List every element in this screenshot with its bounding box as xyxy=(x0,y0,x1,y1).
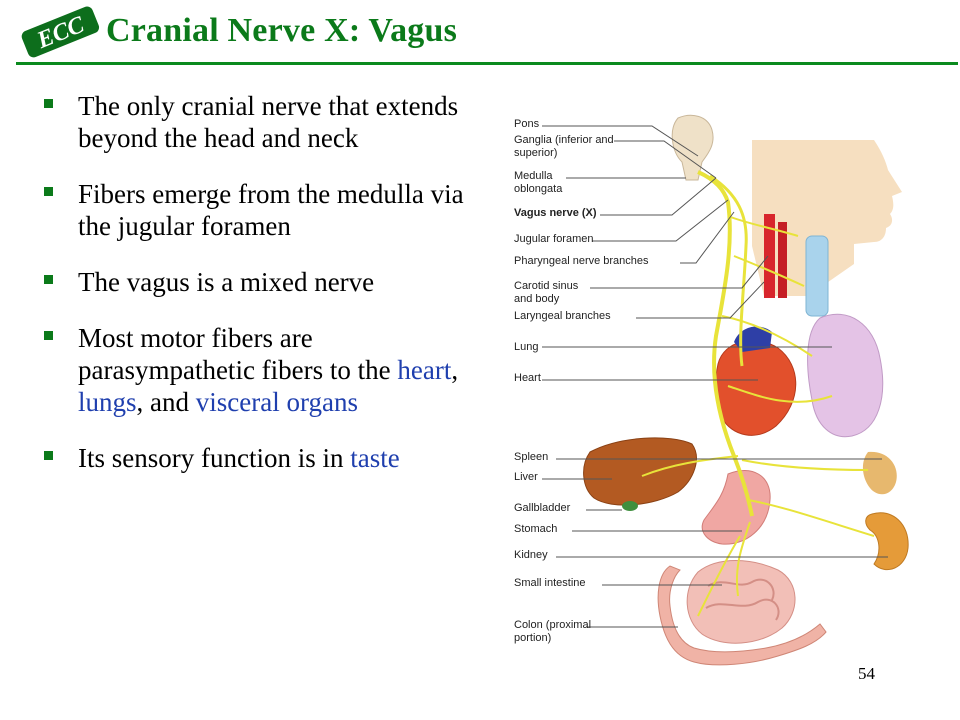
figure-label: Ganglia (inferior and superior) xyxy=(514,134,614,159)
colon xyxy=(657,565,827,666)
small-intestine xyxy=(686,560,796,644)
bullet-text: The only cranial nerve that extends beyo… xyxy=(78,91,459,153)
figure-label: Spleen xyxy=(514,451,549,463)
bullet-list: The only cranial nerve that extends beyo… xyxy=(42,90,472,498)
brainstem xyxy=(671,114,714,181)
figure-label: Lung xyxy=(514,341,539,353)
square-bullet-icon xyxy=(44,331,53,340)
gallbladder xyxy=(622,501,638,511)
lung xyxy=(807,313,884,438)
logo-text: ECC xyxy=(33,11,89,54)
figure-label: Carotid sinus and body xyxy=(514,280,579,305)
slide-title: Cranial Nerve X: Vagus xyxy=(106,12,458,49)
small-intestine-loops xyxy=(705,578,780,621)
title-divider xyxy=(16,62,958,65)
bullet-text: , xyxy=(451,355,459,385)
vagus-nerve-trunk xyxy=(697,170,754,517)
square-bullet-icon xyxy=(44,99,53,108)
bullet-item: The only cranial nerve that extends beyo… xyxy=(42,90,472,154)
head-silhouette xyxy=(752,140,902,296)
heart-vessels xyxy=(734,326,772,352)
stomach xyxy=(701,469,771,545)
figure-label: Kidney xyxy=(514,549,548,561)
bullet-item: The vagus is a mixed nerve xyxy=(42,266,472,298)
spleen xyxy=(862,451,897,495)
carotid-artery xyxy=(764,214,775,298)
figure-label: Jugular foramen xyxy=(514,233,594,245)
square-bullet-icon xyxy=(44,275,53,284)
trachea xyxy=(805,235,829,317)
bullet-text: Its sensory function is in xyxy=(78,443,351,473)
bullet-text: The vagus is a mixed nerve xyxy=(78,267,375,297)
kidney xyxy=(865,512,909,570)
heart xyxy=(714,340,797,436)
bullet-text: Fibers emerge from the medulla via the j… xyxy=(78,179,464,241)
highlighted-term: taste xyxy=(350,443,400,473)
figure-label: Vagus nerve (X) xyxy=(514,207,597,219)
figure-label: Pons xyxy=(514,118,540,130)
figure-label: Pharyngeal nerve branches xyxy=(514,255,649,267)
bullet-item: Fibers emerge from the medulla via the j… xyxy=(42,178,472,242)
figure-label: Liver xyxy=(514,471,538,483)
bullet-item: Its sensory function is in taste xyxy=(42,442,472,474)
figure-label: Stomach xyxy=(514,523,558,535)
liver xyxy=(583,437,697,506)
figure-label: Laryngeal branches xyxy=(514,310,611,322)
anatomy-illustration xyxy=(542,114,909,666)
vagus-nerve-trunk-2 xyxy=(709,174,748,367)
highlighted-term: heart xyxy=(397,355,452,385)
ecc-logo: ECC xyxy=(21,6,100,58)
figure-label: Colon (proximal portion) xyxy=(514,619,592,644)
highlighted-term: lungs xyxy=(78,387,137,417)
figure-label: Heart xyxy=(514,372,541,384)
square-bullet-icon xyxy=(44,187,53,196)
bullet-text: Most motor fibers are parasympathetic fi… xyxy=(78,323,398,385)
page-number: 54 xyxy=(858,664,875,683)
figure-label: Gallbladder xyxy=(514,502,571,514)
highlighted-term: visceral organs xyxy=(195,387,358,417)
leader-lines xyxy=(542,125,888,628)
bullet-text: , and xyxy=(136,387,196,417)
carotid-artery-2 xyxy=(778,222,787,298)
bullet-item: Most motor fibers are parasympathetic fi… xyxy=(42,322,472,418)
square-bullet-icon xyxy=(44,451,53,460)
figure-label: Small intestine xyxy=(514,577,586,589)
figure-label: Medulla oblongata xyxy=(514,170,563,195)
